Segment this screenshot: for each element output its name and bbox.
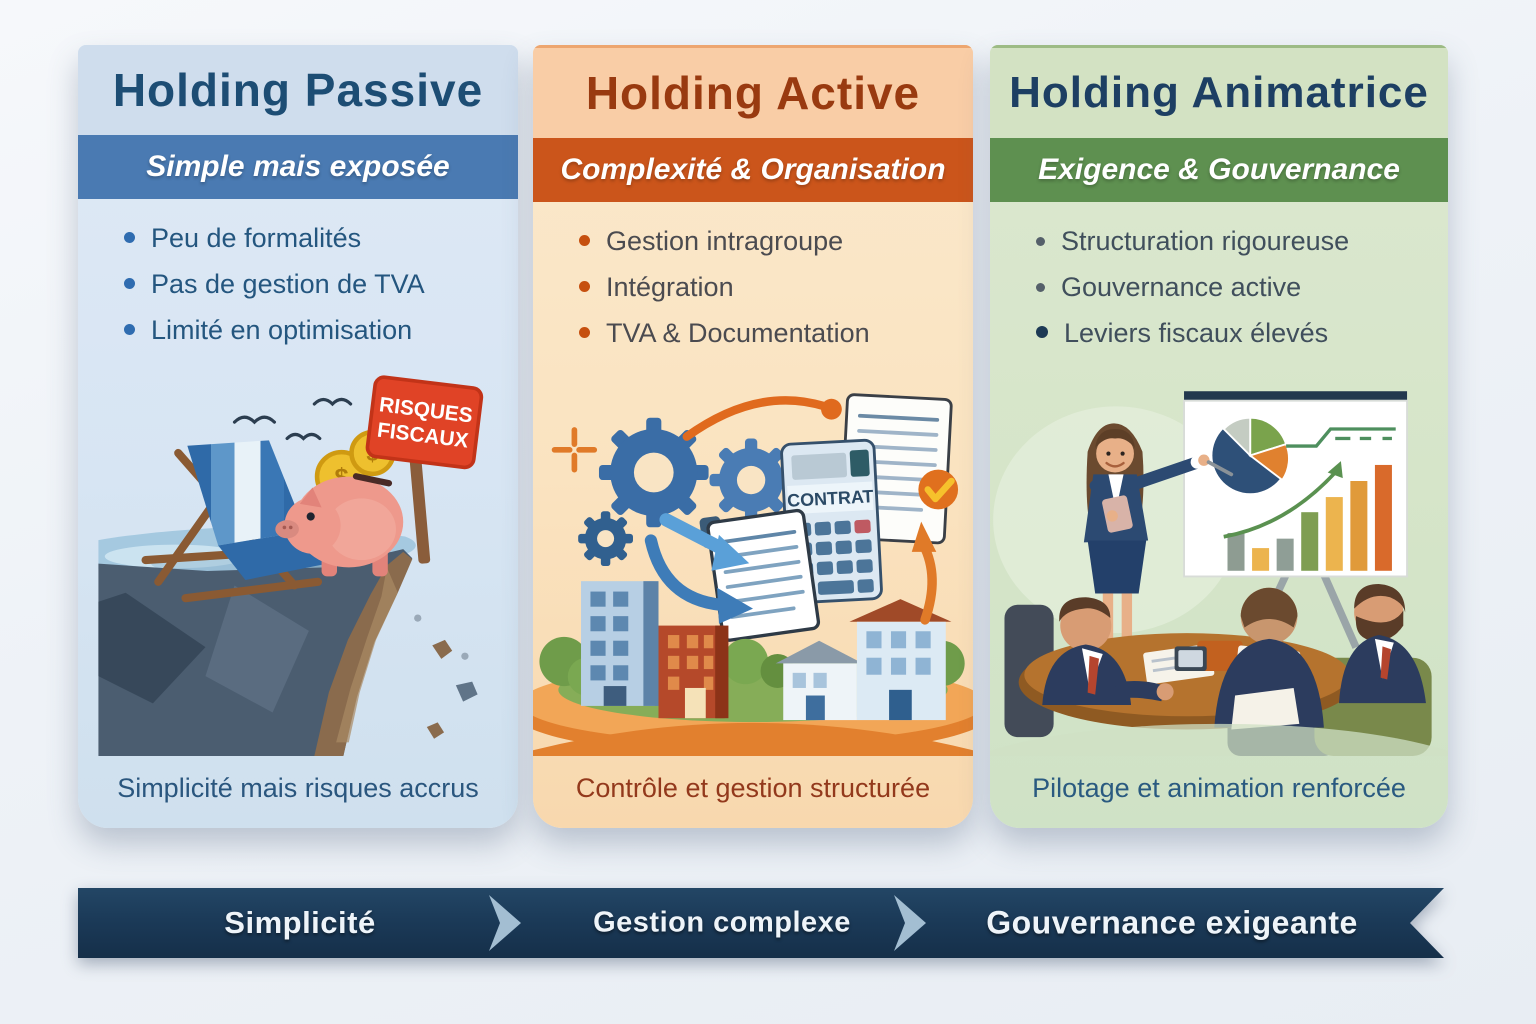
ribbon-background bbox=[78, 888, 1444, 958]
list-item: Structuration rigoureuse bbox=[1036, 226, 1438, 257]
list-item: Gestion intragroupe bbox=[579, 226, 963, 257]
bullet-dot-icon bbox=[1036, 283, 1045, 292]
passive-illustration: $ $ bbox=[78, 375, 518, 756]
list-item: TVA & Documentation bbox=[579, 318, 963, 349]
piggy-bank-icon bbox=[275, 473, 404, 577]
bullet-text: TVA & Documentation bbox=[606, 318, 870, 348]
animatrice-illustration bbox=[990, 378, 1448, 756]
flow-arrow-icon bbox=[644, 513, 753, 624]
panel-caption: Contrôle et gestion structurée bbox=[575, 772, 931, 803]
buildings-icon bbox=[581, 581, 952, 721]
subtitle-band: Exigence & Gouvernance bbox=[990, 138, 1448, 202]
bullet-list: Peu de formalités Pas de gestion de TVA … bbox=[78, 223, 518, 375]
whiteboard-icon bbox=[1183, 391, 1408, 649]
bullet-dot-icon bbox=[579, 327, 590, 338]
attendee-figure bbox=[1214, 587, 1324, 730]
subtitle-text: Exigence & Gouvernance bbox=[1038, 153, 1400, 186]
panel-header: Holding Active bbox=[533, 45, 973, 138]
page-title-active: Holding Active bbox=[585, 67, 921, 119]
subtitle-band: Complexité & Organisation bbox=[533, 138, 973, 202]
bullet-text: Gestion intragroupe bbox=[606, 226, 844, 256]
page-title-animatrice: Holding Animatrice bbox=[1009, 68, 1429, 117]
list-item: Leviers fiscaux élevés bbox=[1036, 318, 1438, 349]
subtitle-band: Simple mais exposée bbox=[78, 135, 518, 199]
birds-icon bbox=[232, 397, 353, 441]
bullet-dot-icon bbox=[1036, 237, 1045, 246]
panel-caption: Simplicité mais risques accrus bbox=[117, 772, 479, 803]
bullet-dot-icon bbox=[579, 235, 590, 246]
deck-chair-icon bbox=[141, 440, 337, 603]
chevron-right-icon bbox=[489, 895, 521, 951]
panel-holding-passive: Holding Passive Simple mais exposée Peu … bbox=[78, 45, 518, 828]
gears-icon bbox=[578, 417, 793, 567]
bullet-dot-icon bbox=[124, 232, 135, 243]
line-chart-icon bbox=[1286, 427, 1396, 448]
clipboard-icon bbox=[699, 508, 821, 642]
panel-header: Holding Passive bbox=[78, 45, 518, 135]
list-item: Pas de gestion de TVA bbox=[124, 269, 508, 300]
list-item: Intégration bbox=[579, 272, 963, 303]
bullet-text: Intégration bbox=[606, 272, 734, 302]
list-item: Limité en optimisation bbox=[124, 315, 508, 346]
presenter-figure bbox=[1083, 423, 1234, 653]
risk-sign: RISQUES FISCAUX bbox=[365, 375, 484, 564]
bullet-list: Gestion intragroupe Intégration TVA & Do… bbox=[533, 226, 973, 378]
attendee-figure bbox=[1339, 584, 1426, 704]
bar-chart-icon bbox=[1223, 461, 1392, 571]
panel-holding-animatrice: Holding Animatrice Exigence & Gouvernanc… bbox=[990, 45, 1448, 828]
ribbon-segment-gouvernance: Gouvernance exigeante bbox=[986, 904, 1358, 941]
subtitle-text: Simple mais exposée bbox=[146, 150, 450, 183]
progression-ribbon: Simplicité Gestion complexe Gouvernance … bbox=[78, 888, 1444, 958]
bullet-dot-icon bbox=[579, 281, 590, 292]
active-illustration: CONTRAT bbox=[533, 378, 973, 756]
plus-icon bbox=[551, 427, 598, 473]
subtitle-text: Complexité & Organisation bbox=[560, 153, 946, 186]
bullet-dot-icon bbox=[1036, 326, 1048, 338]
bullet-text: Pas de gestion de TVA bbox=[151, 269, 425, 299]
chevron-right-icon bbox=[894, 895, 926, 951]
bullet-list: Structuration rigoureuse Gouvernance act… bbox=[990, 226, 1448, 378]
growth-arrow-icon bbox=[911, 521, 937, 625]
ribbon-segment-simplicite: Simplicité bbox=[224, 905, 376, 940]
curved-arrow-icon bbox=[682, 396, 842, 441]
list-item: Peu de formalités bbox=[124, 223, 508, 254]
floor-shade bbox=[990, 723, 1448, 756]
svg-text:CONTRAT: CONTRAT bbox=[787, 486, 874, 510]
panel-header: Holding Animatrice bbox=[990, 45, 1448, 138]
check-badge-icon bbox=[918, 469, 959, 510]
bullet-text: Limité en optimisation bbox=[151, 315, 413, 345]
panel-caption: Pilotage et animation renforcée bbox=[1032, 772, 1406, 803]
bullet-text: Leviers fiscaux élevés bbox=[1064, 318, 1329, 348]
attendee-figure bbox=[1042, 597, 1174, 705]
bullet-text: Gouvernance active bbox=[1061, 272, 1302, 302]
panel-holding-active: Holding Active Complexité & Organisation… bbox=[533, 45, 973, 828]
page-title-passive: Holding Passive bbox=[112, 64, 484, 116]
list-item: Gouvernance active bbox=[1036, 272, 1438, 303]
bullet-dot-icon bbox=[124, 278, 135, 289]
bullet-text: Peu de formalités bbox=[151, 223, 362, 253]
bullet-dot-icon bbox=[124, 324, 135, 335]
ground-rim bbox=[533, 722, 973, 756]
ribbon-segment-gestion: Gestion complexe bbox=[593, 906, 851, 939]
bullet-text: Structuration rigoureuse bbox=[1061, 226, 1350, 256]
